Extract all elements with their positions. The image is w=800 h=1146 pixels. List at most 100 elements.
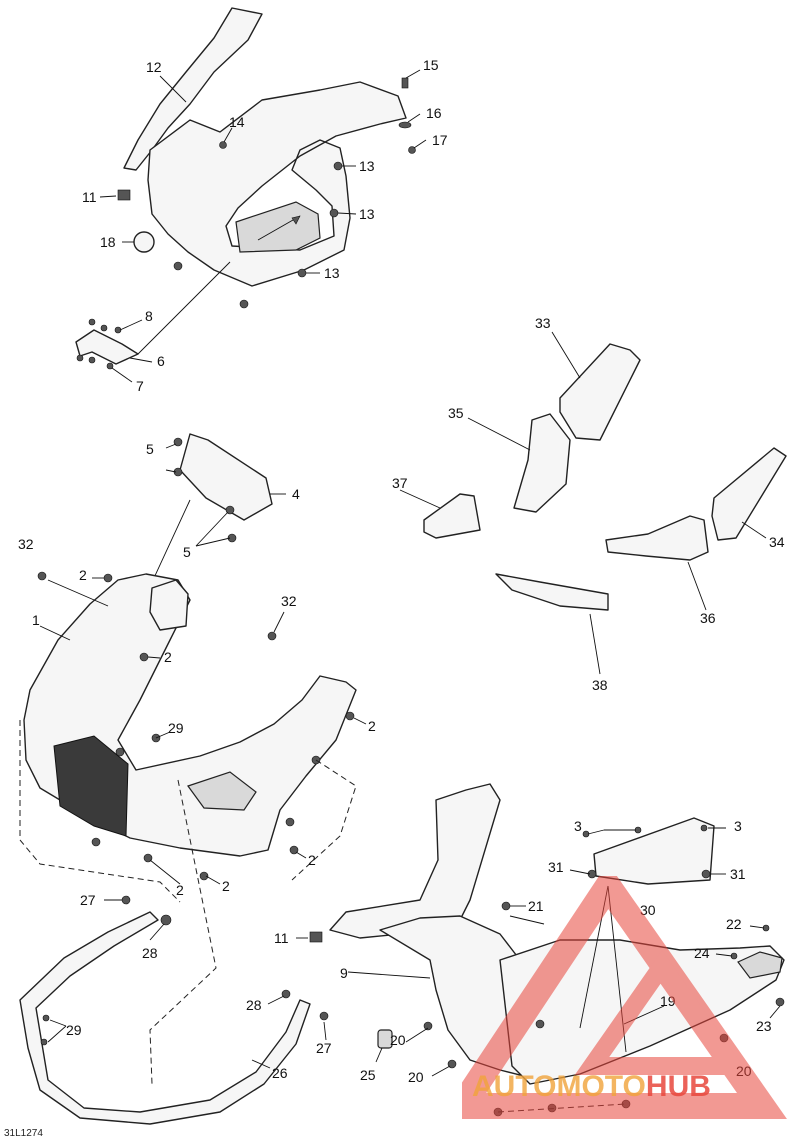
part-25-clip[interactable] bbox=[377, 1029, 393, 1049]
part-26-bumper[interactable] bbox=[19, 911, 311, 1125]
upper-support-assembly bbox=[75, 7, 416, 370]
callout-33: 33 bbox=[535, 315, 551, 331]
callout-8: 8 bbox=[145, 308, 153, 324]
callout-12: 12 bbox=[146, 59, 162, 75]
callout-36: 36 bbox=[700, 610, 716, 626]
callout-20b: 20 bbox=[408, 1069, 424, 1085]
callout-3a: 3 bbox=[574, 818, 582, 834]
callout-29b: 29 bbox=[66, 1022, 82, 1038]
callout-25: 25 bbox=[360, 1067, 376, 1083]
callout-38: 38 bbox=[592, 677, 608, 693]
callout-35: 35 bbox=[448, 405, 464, 421]
part-4-bracket[interactable] bbox=[179, 433, 273, 521]
fastener-13a[interactable] bbox=[333, 161, 343, 171]
fastener-left-upper[interactable] bbox=[173, 261, 183, 271]
callout-28b: 28 bbox=[246, 997, 262, 1013]
watermark-inner-triangle bbox=[574, 950, 750, 1075]
callout-5a: 5 bbox=[146, 441, 154, 457]
callout-29a: 29 bbox=[168, 720, 184, 736]
callout-31a: 31 bbox=[548, 859, 564, 875]
mounting-path-center bbox=[149, 779, 217, 1085]
upper-frame[interactable] bbox=[147, 81, 407, 287]
callout-24: 24 bbox=[694, 945, 710, 961]
callout-6: 6 bbox=[157, 353, 165, 369]
fastener-32-left[interactable] bbox=[37, 571, 47, 581]
mounting-path-right bbox=[291, 759, 357, 881]
callout-28a: 28 bbox=[142, 945, 158, 961]
callout-31b: 31 bbox=[730, 866, 746, 882]
reference-code: 31L1274 bbox=[4, 1128, 43, 1139]
fastener-32-right[interactable] bbox=[267, 631, 277, 641]
callout-labels: 12 14 15 16 17 13 13 13 11 18 8 6 7 5 4 … bbox=[18, 57, 785, 1085]
callout-2a: 2 bbox=[79, 567, 87, 583]
upper-frame-opening bbox=[235, 201, 321, 253]
callout-3b: 3 bbox=[734, 818, 742, 834]
fastener-14[interactable] bbox=[219, 141, 227, 149]
part-34[interactable] bbox=[711, 447, 787, 541]
mounting-path-left bbox=[19, 720, 181, 903]
callout-11b: 11 bbox=[274, 930, 289, 946]
callout-26: 26 bbox=[272, 1065, 288, 1081]
main-fairing-group bbox=[19, 571, 367, 1085]
callout-13c: 13 bbox=[324, 265, 340, 281]
part-11-clip-lower[interactable] bbox=[309, 931, 323, 943]
callout-11a: 11 bbox=[82, 189, 97, 205]
callout-15: 15 bbox=[423, 57, 439, 73]
callout-27a: 27 bbox=[80, 892, 96, 908]
part-38[interactable] bbox=[495, 573, 609, 611]
callout-1: 1 bbox=[32, 612, 40, 628]
lower-right-assembly bbox=[296, 783, 785, 1117]
fastener-13c[interactable] bbox=[297, 268, 307, 278]
callout-27b: 27 bbox=[316, 1040, 332, 1056]
callout-2c: 2 bbox=[368, 718, 376, 734]
fairing-headlight-mount bbox=[149, 579, 189, 631]
callout-20a: 20 bbox=[390, 1032, 406, 1048]
callout-2b: 2 bbox=[164, 649, 172, 665]
callout-2d: 2 bbox=[308, 852, 316, 868]
bumper-group bbox=[19, 895, 329, 1125]
callout-34: 34 bbox=[769, 534, 785, 550]
part-30-cover[interactable] bbox=[593, 817, 715, 885]
watermark-brand-part2: HUB bbox=[646, 1070, 711, 1103]
callout-13b: 13 bbox=[359, 206, 375, 222]
part-35[interactable] bbox=[513, 413, 571, 513]
part-11-clip-upper[interactable] bbox=[117, 189, 131, 201]
part-24-bracket[interactable] bbox=[737, 951, 783, 979]
callout-18: 18 bbox=[100, 234, 116, 250]
part-36[interactable] bbox=[605, 515, 709, 561]
callout-2e: 2 bbox=[176, 882, 184, 898]
callout-2f: 2 bbox=[222, 878, 230, 894]
callout-21: 21 bbox=[528, 898, 544, 914]
upper-leaders bbox=[99, 69, 427, 383]
front-grille bbox=[53, 735, 129, 837]
watermark-text: AUTOMOTOHUB bbox=[472, 1070, 711, 1103]
fastener-17[interactable] bbox=[408, 146, 416, 154]
fastener-15[interactable] bbox=[401, 77, 409, 89]
part-37[interactable] bbox=[423, 493, 481, 539]
callout-32b: 32 bbox=[281, 593, 297, 609]
watermark-brand-part1: AUTOMOTO bbox=[472, 1070, 646, 1103]
callout-23: 23 bbox=[756, 1018, 772, 1034]
fastener-bottom-upper[interactable] bbox=[239, 299, 249, 309]
callout-13a: 13 bbox=[359, 158, 375, 174]
callout-37: 37 bbox=[392, 475, 408, 491]
callout-4: 4 bbox=[292, 486, 300, 502]
callout-9: 9 bbox=[340, 965, 348, 981]
callout-5b: 5 bbox=[183, 544, 191, 560]
callout-16: 16 bbox=[426, 105, 442, 121]
callout-30: 30 bbox=[640, 902, 656, 918]
watermark-logo: AUTOMOTOHUB bbox=[462, 876, 787, 1119]
part-33[interactable] bbox=[559, 343, 641, 441]
callout-17: 17 bbox=[432, 132, 448, 148]
callout-7: 7 bbox=[136, 378, 144, 394]
fastener-13b[interactable] bbox=[329, 208, 339, 218]
callout-22: 22 bbox=[726, 916, 742, 932]
part-6-small-bracket[interactable] bbox=[75, 329, 139, 365]
callout-32a: 32 bbox=[18, 536, 34, 552]
fastener-16[interactable] bbox=[398, 121, 412, 129]
part-12-bracket[interactable] bbox=[123, 7, 263, 171]
callout-14: 14 bbox=[229, 114, 245, 130]
trim-parts-group bbox=[399, 331, 787, 675]
part-18-grommet[interactable] bbox=[133, 231, 155, 253]
